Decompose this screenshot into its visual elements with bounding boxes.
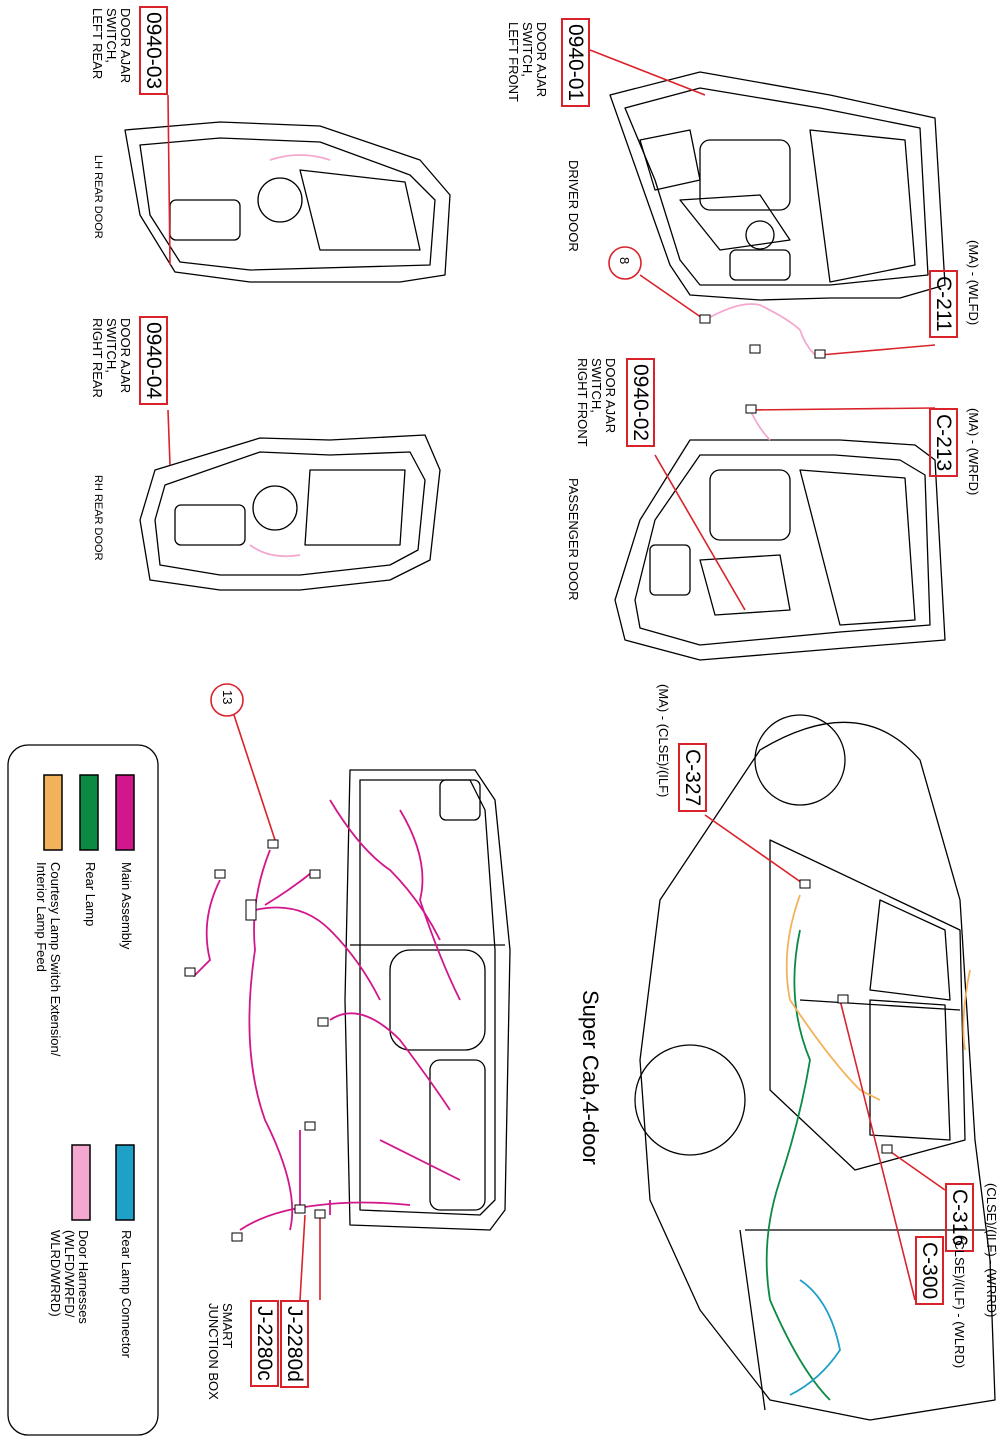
legend-rear-lamp-connector: Rear Lamp Connector <box>119 1230 134 1358</box>
callout-j-2280c: J-2280c <box>250 1300 279 1387</box>
lh-rear-door-outline <box>124 121 451 283</box>
circle-number-13: 13 <box>220 690 235 705</box>
rh-rear-door-outline <box>139 434 441 591</box>
passenger-door-outline <box>614 439 946 661</box>
legend-rear-lamp: Rear Lamp <box>83 862 98 927</box>
callout-0940-02: 0940-02 <box>626 358 655 448</box>
option-c-316: (CLSE)/(ILF) - (WRRD) <box>984 1183 999 1318</box>
caption-passenger-door: PASSENGER DOOR <box>566 478 581 601</box>
callout-c-211: C-211 <box>929 270 958 338</box>
rear-lamp-connector-wires <box>789 1279 841 1396</box>
callout-0940-03: 0940-03 <box>139 6 168 96</box>
instrument-panel-outline <box>344 769 511 1231</box>
courtesy-lamp-wires <box>785 894 971 1101</box>
title-super-cab: Super Cab,4-door <box>578 990 603 1165</box>
main-assembly-wires <box>193 799 461 1231</box>
legend-swatches <box>43 774 135 1221</box>
label-left-front-switch: DOOR AJAR SWITCH, LEFT FRONT <box>506 22 549 102</box>
caption-rh-rear-door: RH REAR DOOR <box>92 475 104 561</box>
label-right-front-switch: DOOR AJAR SWITCH, RIGHT FRONT <box>575 358 618 447</box>
label-left-rear-switch: DOOR AJAR SWITCH, LEFT REAR <box>90 8 133 84</box>
circle-number-8: 8 <box>617 257 632 265</box>
callout-c-327: C-327 <box>678 743 707 813</box>
connector-blocks <box>184 314 893 1242</box>
callout-leaders <box>167 49 946 1301</box>
legend-main-assembly: Main Assembly <box>119 862 134 950</box>
rear-lamp-wires <box>765 929 831 1401</box>
driver-door-outline <box>609 71 946 301</box>
callout-j-2280d: J-2280d <box>280 1300 309 1388</box>
callout-c-300: C-300 <box>915 1236 944 1306</box>
truck-body-outline <box>634 714 996 1421</box>
label-right-rear-switch: DOOR AJAR SWITCH, RIGHT REAR <box>90 318 133 398</box>
legend-door-harnesses: Door Harnesses (WLFD/WRFD/ WLRD/WRRD) <box>48 1230 91 1324</box>
legend-frame <box>7 744 159 1436</box>
option-c-211: (MA) - (WLFD) <box>966 240 981 326</box>
option-c-327: (MA) - (CLSE)/(ILF) <box>656 684 671 798</box>
caption-driver-door: DRIVER DOOR <box>566 160 581 252</box>
callout-0940-04: 0940-04 <box>139 316 168 406</box>
numbered-circles <box>210 246 642 717</box>
option-c-300: (CLSE)/(ILF) - (WLRD) <box>952 1236 967 1369</box>
legend-courtesy-lamp: Courtesy Lamp Switch Extension/ Interior… <box>34 862 63 1057</box>
callout-0940-01: 0940-01 <box>561 18 590 108</box>
door-harness-wires <box>249 154 816 558</box>
option-c-213: (MA) - (WRFD) <box>966 408 981 496</box>
callout-c-213: C-213 <box>929 408 958 478</box>
caption-lh-rear-door: LH REAR DOOR <box>92 155 104 239</box>
label-smart-junction-box: SMART JUNCTION BOX <box>206 1303 235 1400</box>
